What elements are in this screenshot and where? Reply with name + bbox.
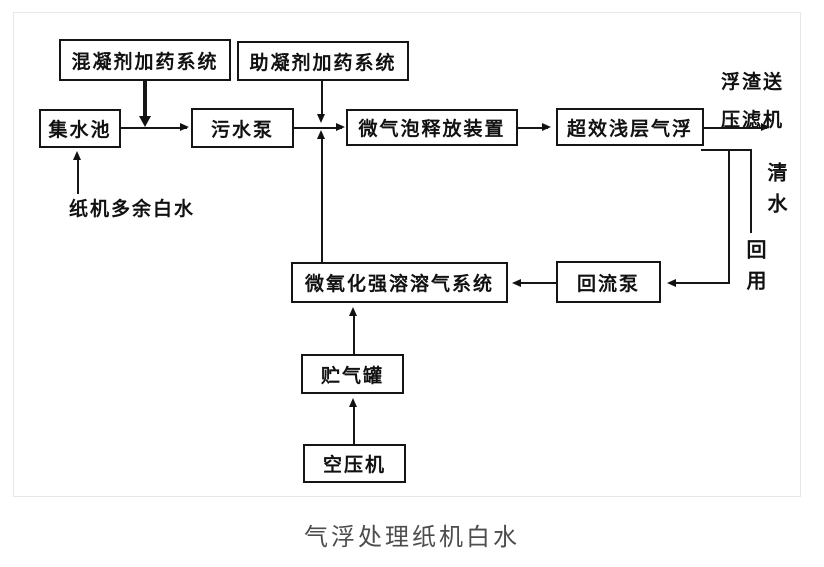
label-scum-line1: 浮渣送 bbox=[721, 71, 785, 93]
label-reuse: 回用 bbox=[743, 239, 767, 301]
flow-line-release-to-daf bbox=[518, 127, 548, 129]
node-dissolved-air-system: 微氧化强溶溶气系统 bbox=[291, 262, 508, 303]
arrowhead-right-icon bbox=[336, 123, 345, 131]
arrowhead-down-icon bbox=[139, 116, 151, 127]
flow-line-compressor-to-tank bbox=[353, 405, 355, 445]
arrowhead-up-icon bbox=[73, 151, 81, 160]
flow-line-coagulant-down bbox=[143, 81, 147, 117]
node-shallow-daf: 超效浅层气浮 bbox=[556, 108, 704, 146]
diagram-caption: 气浮处理纸机白水 bbox=[304, 523, 520, 551]
arrowhead-left-icon bbox=[667, 279, 676, 287]
diagram-frame: 混凝剂加药系统 助凝剂加药系统 集水池 污水泵 微气泡释放装置 超效浅层气浮 微… bbox=[13, 12, 801, 497]
flow-line-daf-down-reflux bbox=[728, 149, 730, 282]
flow-line-coagulant-aid-down bbox=[321, 81, 323, 115]
arrowhead-up-icon bbox=[349, 307, 357, 316]
arrowhead-right-icon bbox=[180, 123, 189, 131]
arrowhead-right-icon bbox=[761, 123, 770, 131]
arrowhead-down-icon bbox=[317, 114, 325, 123]
node-reflux-pump: 回流泵 bbox=[556, 261, 661, 303]
node-collection-pool: 集水池 bbox=[39, 109, 121, 148]
label-clear-water: 清水 bbox=[764, 162, 788, 224]
label-white-water: 纸机多余白水 bbox=[69, 198, 196, 220]
flow-line-reflux-to-dissolved bbox=[519, 282, 558, 284]
arrowhead-left-icon bbox=[512, 279, 521, 287]
flow-line-into-reflux bbox=[674, 282, 730, 284]
node-air-compressor: 空压机 bbox=[303, 444, 406, 483]
flow-line-clear-water bbox=[750, 149, 752, 233]
flow-line-daf-bottom bbox=[701, 149, 752, 151]
node-coagulant-dosing: 混凝剂加药系统 bbox=[59, 39, 231, 81]
label-scum-line2: 压滤机 bbox=[721, 109, 785, 131]
flow-line-pump-to-release bbox=[294, 127, 342, 129]
arrowhead-right-icon bbox=[542, 123, 551, 131]
node-air-tank: 贮气罐 bbox=[301, 354, 404, 394]
flow-line-whitewater-to-pool bbox=[77, 158, 79, 194]
arrowhead-up-icon bbox=[349, 398, 357, 407]
flow-line-daf-to-press bbox=[704, 127, 767, 129]
flow-line-tank-to-dissolved bbox=[353, 314, 355, 355]
arrowhead-up-icon bbox=[317, 130, 325, 139]
node-sewage-pump: 污水泵 bbox=[191, 108, 294, 148]
flow-line-pool-to-pump bbox=[121, 127, 187, 129]
node-microbubble-release: 微气泡释放装置 bbox=[346, 109, 518, 146]
flow-line-dissolved-air-up bbox=[321, 139, 323, 262]
node-coagulant-aid-dosing: 助凝剂加药系统 bbox=[237, 41, 409, 81]
